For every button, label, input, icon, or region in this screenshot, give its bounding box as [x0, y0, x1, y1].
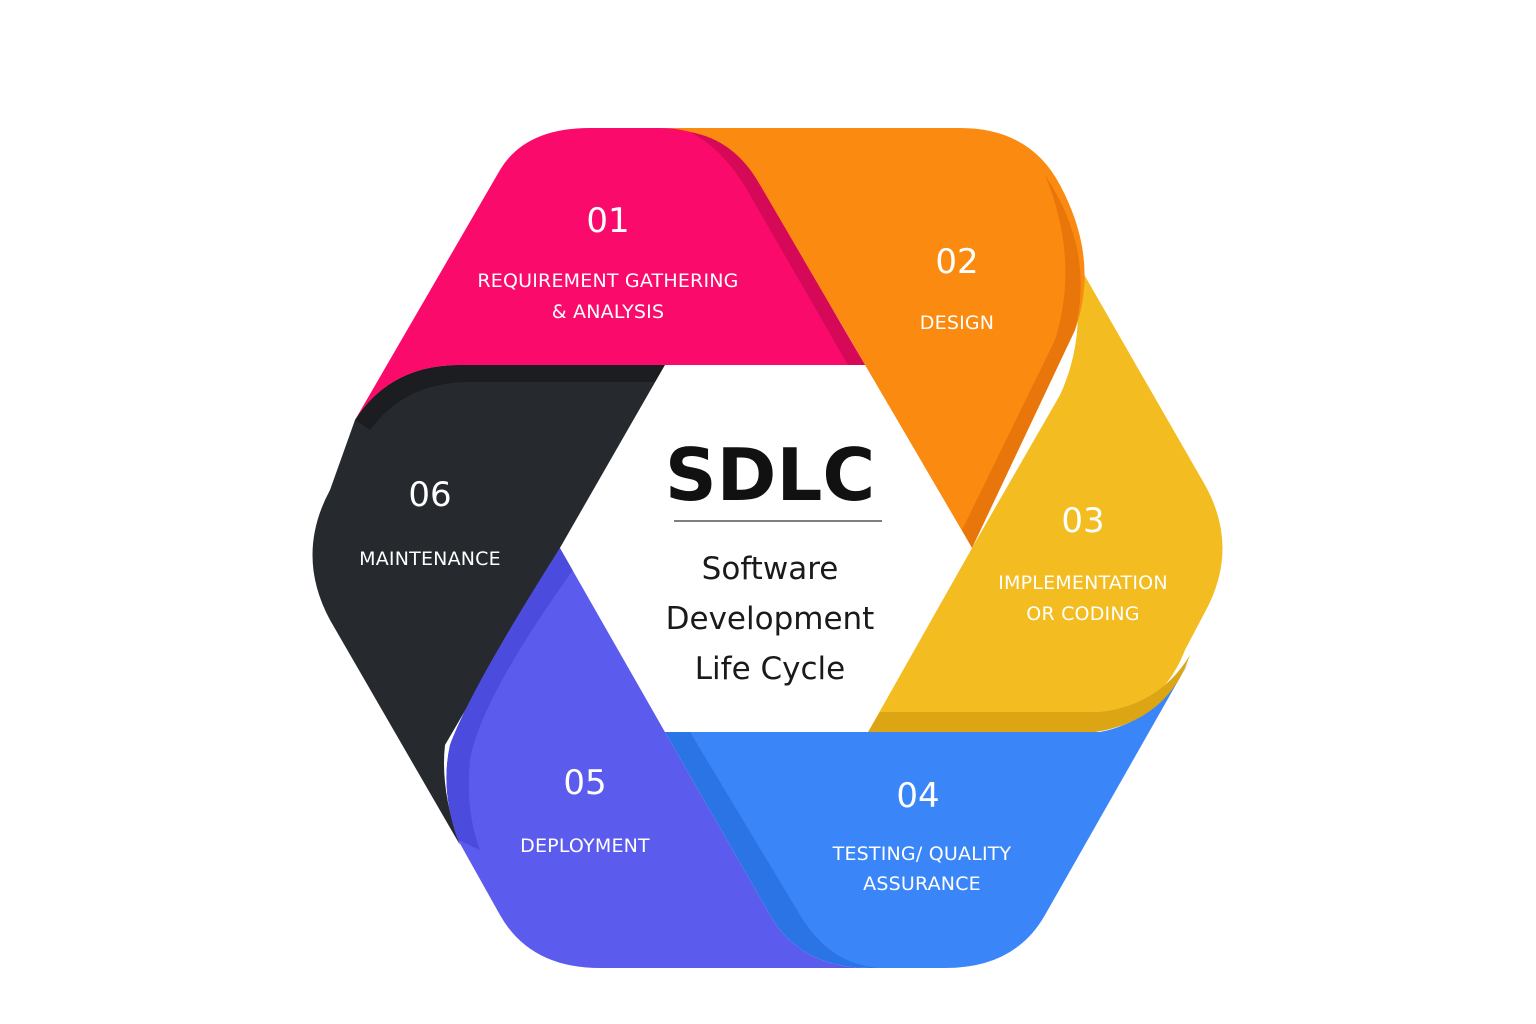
phase-05-shape — [446, 548, 870, 968]
phase-05-deployment: 05 DEPLOYMENT — [446, 548, 870, 968]
phase-01-shape — [355, 128, 865, 420]
center-title: SDLC — [665, 433, 875, 517]
phase-06-maintenance: 06 MAINTENANCE — [312, 365, 665, 845]
phase-06-label: MAINTENANCE — [359, 548, 501, 570]
phase-05-number: 05 — [563, 763, 606, 803]
phase-04-testing: 04 TESTING/ QUALITY ASSURANCE — [665, 660, 1190, 968]
phase-02-number: 02 — [935, 242, 978, 282]
center-hexagon — [560, 365, 972, 732]
phase-02-shape — [660, 128, 1085, 548]
phase-04-shape — [665, 660, 1190, 968]
phase-06-shade — [355, 365, 665, 430]
phase-01-label-line-2: & ANALYSIS — [552, 301, 664, 323]
phase-03-number: 03 — [1061, 501, 1104, 541]
center-subtitle-line-2: Development — [666, 601, 875, 637]
phase-05-shade — [446, 548, 573, 850]
phase-04-label-line-2: ASSURANCE — [863, 873, 981, 895]
phase-06-shape — [312, 365, 665, 845]
phase-03-shade — [868, 655, 1190, 732]
phase-05-label: DEPLOYMENT — [520, 835, 650, 857]
center-hub: SDLC Software Development Life Cycle — [560, 365, 972, 732]
phase-03-implementation: 03 IMPLEMENTATION OR CODING — [868, 250, 1223, 732]
phase-06-number: 06 — [408, 475, 451, 515]
center-subtitle-line-3: Life Cycle — [695, 651, 845, 687]
phase-01-shade — [690, 132, 865, 365]
phase-04-shade — [665, 732, 880, 968]
phase-01-label-line-1: REQUIREMENT GATHERING — [477, 270, 738, 292]
phase-01-number: 01 — [586, 201, 629, 241]
phase-04-number: 04 — [896, 776, 939, 816]
phase-02-shade — [962, 175, 1081, 548]
phase-03-label-line-2: OR CODING — [1026, 603, 1139, 625]
phase-03-shape — [868, 250, 1223, 732]
phase-02-design: 02 DESIGN — [660, 128, 1085, 548]
center-subtitle-line-1: Software — [702, 551, 839, 587]
phase-02-label: DESIGN — [920, 312, 994, 334]
phase-03-label-line-1: IMPLEMENTATION — [998, 572, 1168, 594]
phase-04-label-line-1: TESTING/ QUALITY — [832, 843, 1012, 865]
phase-01-requirement: 01 REQUIREMENT GATHERING & ANALYSIS — [355, 128, 865, 420]
